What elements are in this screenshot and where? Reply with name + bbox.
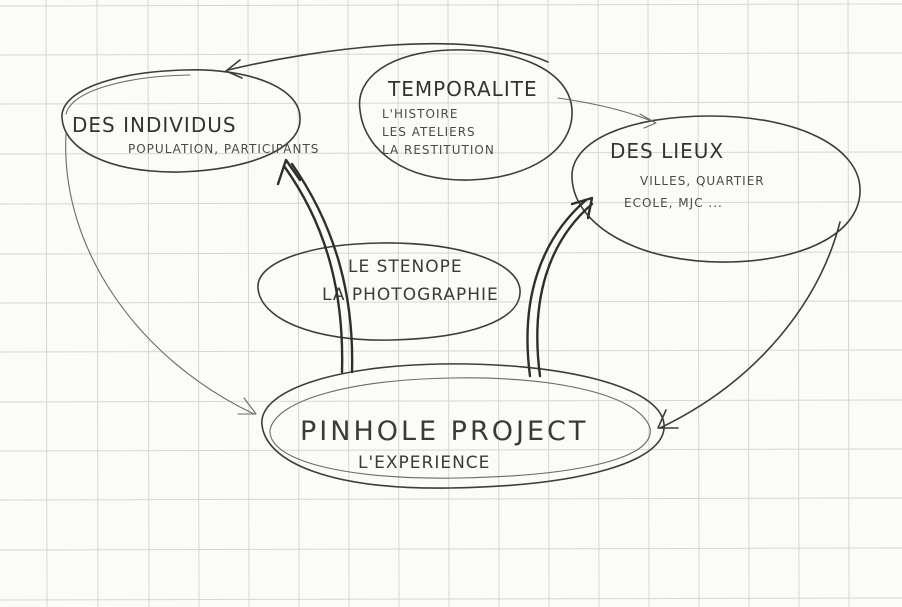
stenope-line-2: LA PHOTOGRAPHIE — [322, 285, 499, 305]
node-temporalite: TEMPORALITE L'HISTOIRE LES ATELIERS LA R… — [358, 49, 573, 181]
lieux-line-1: VILLES, QUARTIER — [640, 174, 765, 188]
arrow-head-pinhole-right — [657, 409, 679, 429]
temporalite-line-3: LA RESTITUTION — [382, 143, 495, 157]
arrow-head-pinhole-left — [237, 397, 257, 415]
arrow-head-individus-top — [225, 59, 243, 79]
pinhole-ellipse-inner — [269, 377, 651, 479]
pinhole-ellipse-outer — [261, 363, 665, 489]
arrow-temporalite-to-individus — [227, 43, 549, 71]
node-stenope: LE STENOPE LA PHOTOGRAPHIE — [257, 242, 521, 341]
individus-subtitle: POPULATION, PARTICIPANTS — [128, 142, 319, 156]
node-pinhole: PINHOLE PROJECT L'EXPERIENCE — [261, 363, 665, 489]
arrow-pinhole-to-individus — [282, 164, 344, 374]
individus-title: DES INDIVIDUS — [72, 113, 237, 137]
stenope-ellipse — [257, 242, 521, 341]
arrow-individus-to-pinhole — [65, 133, 255, 415]
arrow-head-lieux-top — [639, 113, 657, 129]
arrow-lieux-to-pinhole — [659, 221, 841, 429]
temporalite-line-2: LES ATELIERS — [382, 125, 476, 139]
temporalite-line-1: L'HISTOIRE — [382, 107, 458, 121]
node-lieux: DES LIEUX VILLES, QUARTIER ECOLE, MJC ..… — [571, 115, 861, 263]
pinhole-title: PINHOLE PROJECT — [300, 416, 588, 447]
temporalite-ellipse — [358, 49, 573, 181]
arrow-head-lieux-bottom — [570, 196, 594, 220]
lieux-ellipse — [571, 115, 861, 263]
arrow-head-individus-bottom — [276, 158, 302, 186]
lieux-title: DES LIEUX — [610, 139, 724, 163]
pinhole-subtitle: L'EXPERIENCE — [358, 453, 490, 473]
node-individus: DES INDIVIDUS POPULATION, PARTICIPANTS — [61, 69, 319, 173]
individus-ellipse — [61, 69, 301, 173]
arrow-pinhole-to-lieux — [526, 198, 588, 378]
temporalite-title: TEMPORALITE — [387, 77, 538, 101]
arrow-temporalite-to-lieux — [557, 97, 655, 123]
lieux-line-2: ECOLE, MJC ... — [624, 196, 723, 210]
arrows — [65, 43, 841, 429]
stenope-line-1: LE STENOPE — [348, 257, 463, 277]
